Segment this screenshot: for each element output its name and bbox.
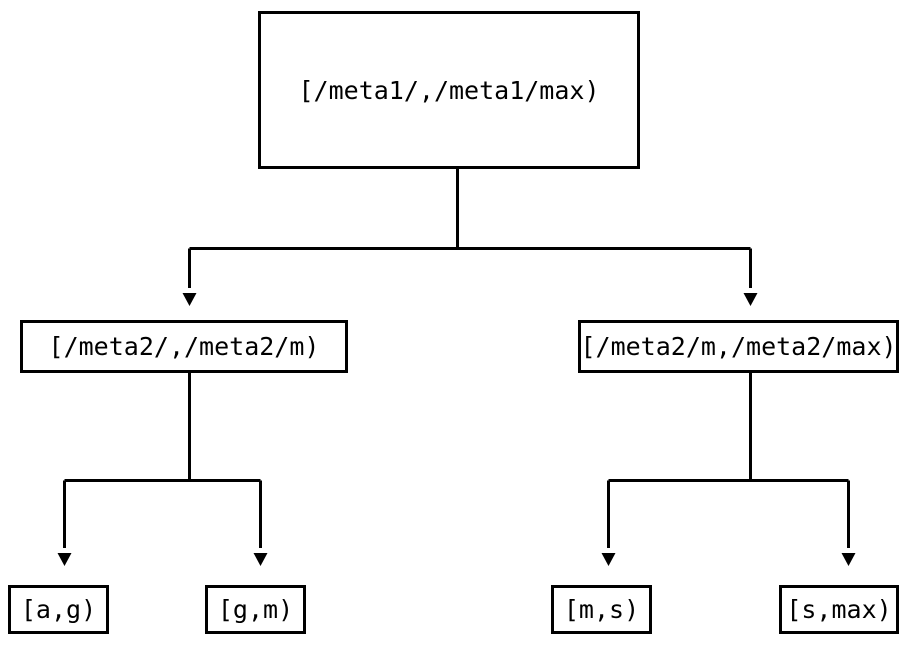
arrowhead-mid-left (182, 293, 197, 306)
arrowhead-leaf-4 (841, 553, 856, 566)
arrowhead-leaf-2 (253, 553, 268, 566)
arrowhead-mid-right (743, 293, 758, 306)
arrowhead-leaf-3 (601, 553, 616, 566)
node-root[interactable]: [/meta1/,/meta1/max) (258, 11, 640, 169)
node-mid-left-label: [/meta2/,/meta2/m) (48, 332, 320, 361)
node-leaf-g-m[interactable]: [g,m) (205, 585, 306, 634)
node-leaf-m-s[interactable]: [m,s) (551, 585, 652, 634)
node-leaf-s-max-label: [s,max) (786, 595, 892, 624)
node-leaf-g-m-label: [g,m) (217, 595, 294, 624)
node-leaf-s-max[interactable]: [s,max) (779, 585, 899, 634)
node-mid-right[interactable]: [/meta2/m,/meta2/max) (578, 320, 899, 373)
node-leaf-a-g-label: [a,g) (20, 595, 97, 624)
node-leaf-m-s-label: [m,s) (563, 595, 640, 624)
node-mid-left[interactable]: [/meta2/,/meta2/m) (20, 320, 348, 373)
arrowhead-leaf-1 (57, 553, 72, 566)
node-leaf-a-g[interactable]: [a,g) (8, 585, 109, 634)
node-mid-right-label: [/meta2/m,/meta2/max) (580, 332, 897, 361)
node-root-label: [/meta1/,/meta1/max) (298, 75, 600, 105)
